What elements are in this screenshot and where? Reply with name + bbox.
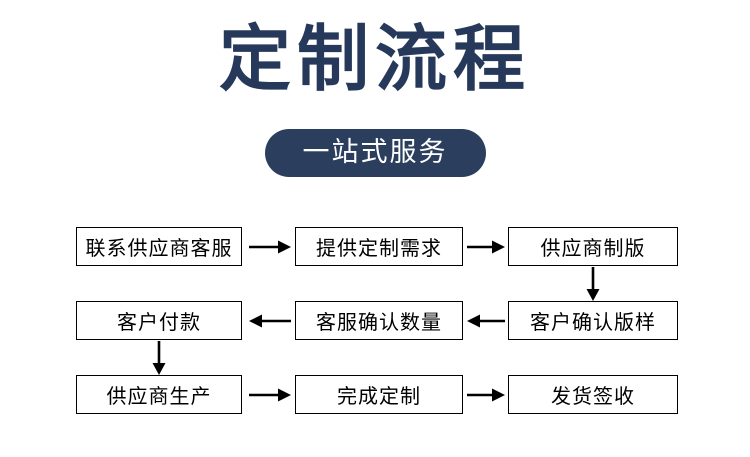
arrow-left-row2-step1 [246, 309, 294, 333]
arrow-left-row2-step2 [464, 309, 508, 333]
arrow-down-right-column [581, 267, 605, 301]
flow-node-customer-confirm-sample[interactable]: 客户确认版样 [508, 301, 678, 340]
subtitle-badge: 一站式服务 [264, 129, 486, 177]
arrow-right-row3-step2 [464, 383, 508, 407]
subtitle-badge-wrapper: 一站式服务 [0, 129, 750, 177]
page-title: 定制流程 [218, 20, 531, 100]
process-flowchart: 联系供应商客服 提供定制需求 供应商制版 客户付款 [0, 213, 750, 428]
flow-node-contact-supplier-service[interactable]: 联系供应商客服 [76, 227, 242, 266]
arrow-down-left-column [147, 341, 171, 375]
flow-node-supplier-production[interactable]: 供应商生产 [76, 375, 242, 414]
flow-node-provide-requirements[interactable]: 提供定制需求 [295, 227, 463, 266]
arrow-right-row1-step1 [246, 235, 294, 259]
arrow-right-row1-step2 [464, 235, 508, 259]
flow-node-shipment-receipt[interactable]: 发货签收 [508, 375, 678, 414]
flow-node-service-confirm-quantity[interactable]: 客服确认数量 [295, 301, 463, 340]
flow-node-supplier-plate-making[interactable]: 供应商制版 [508, 227, 678, 266]
flow-node-complete-customization[interactable]: 完成定制 [295, 375, 463, 414]
flow-node-customer-payment[interactable]: 客户付款 [76, 301, 242, 340]
arrow-right-row3-step1 [246, 383, 294, 407]
